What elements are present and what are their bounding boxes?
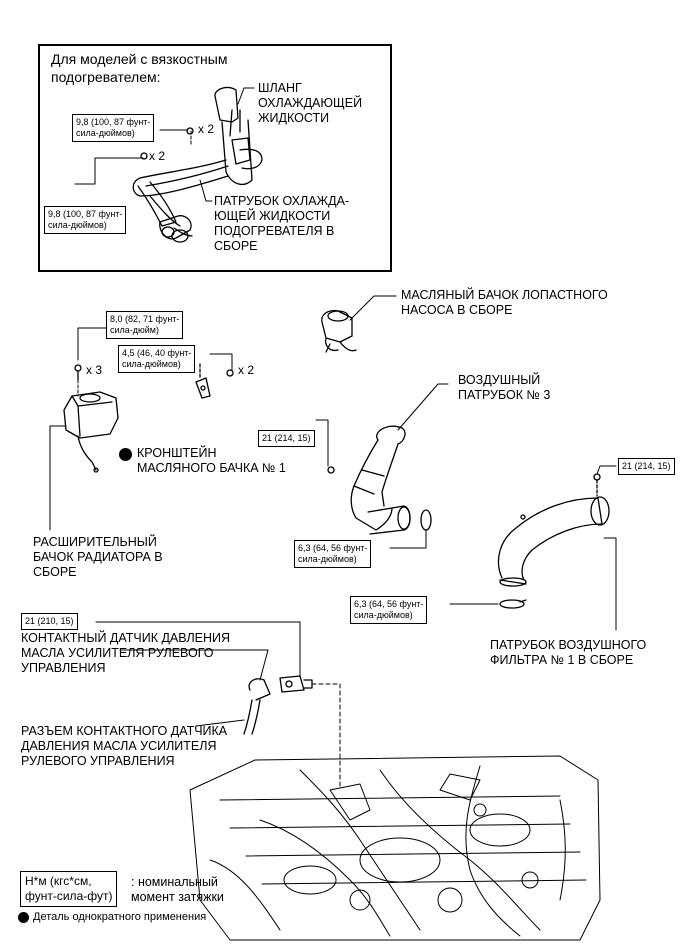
pipe3-leaders (315, 383, 449, 549)
legend-unit-desc: : номинальный момент затяжки (131, 875, 224, 904)
legend-single-use: Деталь однократного применения (33, 911, 207, 923)
mult-tank-bolt: x 3 (86, 363, 103, 377)
mult-inset-upper: x 2 (198, 122, 215, 136)
single-use-marker-bracket (119, 448, 132, 461)
label-oil-reservoir: МАСЛЯНЫЙ БАЧОК ЛОПАСТНОГО НАСОСА В СБОРЕ (401, 288, 608, 317)
torque-inset-upper: 9,8 (100, 87 фунт- сила-дюймов) (72, 114, 155, 142)
torque-pipe3-bolt: 21 (214, 15) (258, 430, 315, 447)
single-use-legend-icon (18, 912, 29, 923)
torque-bracket-bolt: 4,5 (46, 40 фунт- сила-дюймов) (118, 345, 196, 373)
label-bracket: КРОНШТЕЙН МАСЛЯНОГО БАЧКА № 1 (137, 446, 286, 475)
label-expansion-tank: РАСШИРИТЕЛЬНЫЙ БАЧОК РАДИАТОРА В СБОРЕ (33, 535, 163, 579)
expansion-tank-drawing (63, 364, 119, 473)
tank-leaders (49, 327, 109, 531)
bracket-drawing (195, 363, 234, 399)
label-air-pipe-3: ВОЗДУШНЫЙ ПАТРУБОК № 3 (458, 373, 551, 402)
pressure-switch-drawing (243, 675, 313, 735)
heater-model-inset (38, 44, 392, 272)
label-heater-pipe: ПАТРУБОК ОХЛАЖДА- ЮЩЕЙ ЖИДКОСТИ ПОДОГРЕВ… (214, 194, 350, 253)
label-switch-connector: РАЗЪЕМ КОНТАКТНОГО ДАТЧИКА ДАВЛЕНИЯ МАСЛ… (21, 724, 228, 768)
leader-oil-reservoir (349, 295, 397, 321)
torque-filter-clamp: 6,3 (64, 56 фунт- сила-дюймов) (350, 596, 428, 624)
torque-pipe3-clamp: 6,3 (64, 56 фунт- сила-дюймов) (294, 540, 372, 568)
legend-unit-box: Н*м (кгс*см, фунт-сила-фут) (20, 871, 118, 907)
engine-bay-drawing (189, 755, 601, 941)
mult-inset-lower: x 2 (149, 149, 166, 163)
switch-leaders (95, 621, 341, 787)
air-filter-pipe-drawing (497, 473, 610, 609)
torque-tank-bolt: 8,0 (82, 71 фунт- сила-дюйм) (106, 311, 184, 339)
label-pressure-switch: КОНТАКТНЫЙ ДАТЧИК ДАВЛЕНИЯ МАСЛА УСИЛИТЕ… (21, 631, 231, 675)
torque-inset-lower: 9,8 (100, 87 фунт- сила-дюймов) (44, 206, 127, 234)
filter-leaders (449, 465, 617, 631)
inset-title: Для моделей с вязкостным подогревателем: (51, 51, 228, 85)
heater-coolant-pipe (132, 86, 263, 243)
air-pipe-3-drawing (327, 425, 432, 535)
oil-reservoir-drawing (321, 309, 357, 353)
torque-switch: 21 (210, 15) (21, 613, 78, 630)
torque-filter-bolt: 21 (214, 15) (618, 458, 675, 475)
label-air-filter-pipe: ПАТРУБОК ВОЗДУШНОГО ФИЛЬТРА № 1 В СБОРЕ (490, 638, 647, 667)
inset-leader-lines (74, 87, 255, 202)
label-coolant-hose: ШЛАНГ ОХЛАЖДАЮЩЕЙ ЖИДКОСТИ (258, 81, 363, 125)
mult-bracket-bolt: x 2 (238, 363, 255, 377)
leader-bracket-torque (209, 353, 233, 371)
